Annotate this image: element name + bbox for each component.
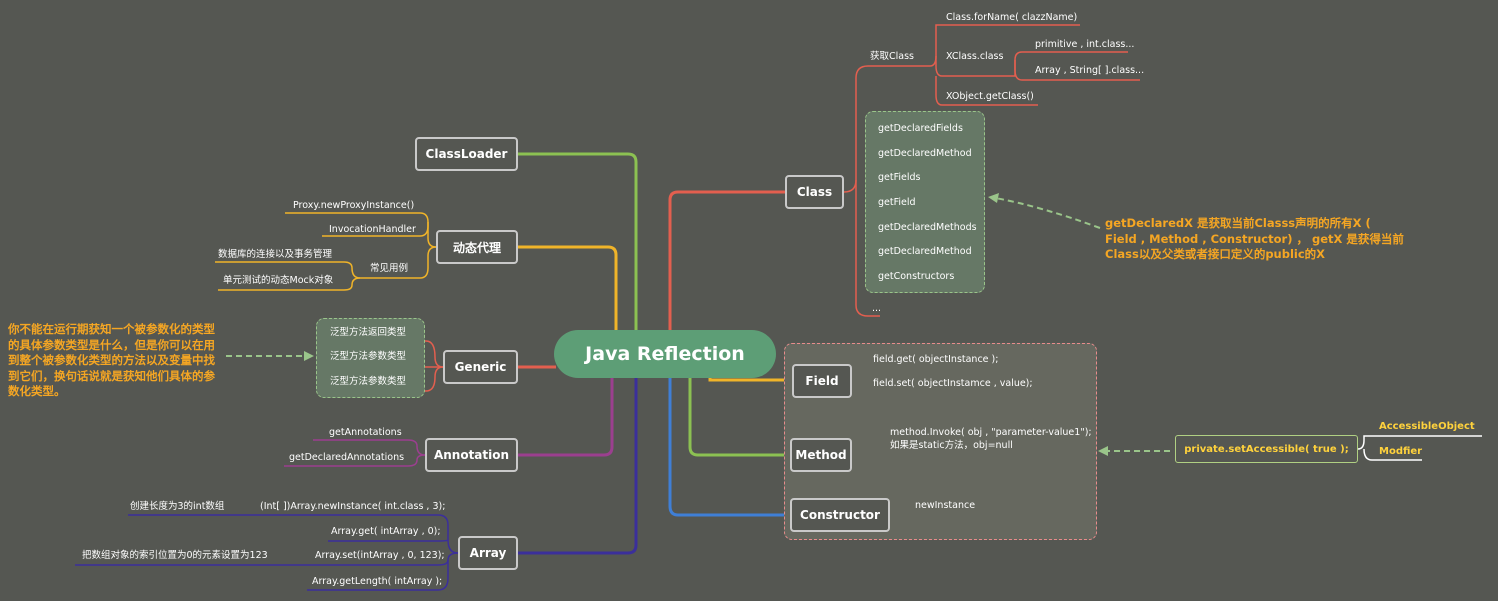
field-get-label: field.get( objectInstance ); xyxy=(873,354,999,365)
class-method-item: getDeclaredFields xyxy=(878,123,963,134)
method-node[interactable]: Method xyxy=(790,438,852,472)
class-method-item: getDeclaredMethod xyxy=(878,246,972,257)
class-method-item: getDeclaredMethod xyxy=(878,148,972,159)
constructor-newinstance-label: newInstance xyxy=(915,500,976,511)
array-getlength-label: Array.getLength( intArray ); xyxy=(312,576,443,587)
class-method-item: getFields xyxy=(878,172,921,183)
method-static-label: 如果是static方法，obj=null xyxy=(890,440,1013,451)
array-newinstance-label: (Int[ ])Array.newInstance( int.class , 3… xyxy=(260,501,446,512)
set-accessible-box[interactable]: private.setAccessible( true ); xyxy=(1175,435,1358,463)
class-node[interactable]: Class xyxy=(785,175,844,209)
get-declared-annotations-label: getDeclaredAnnotations xyxy=(289,452,405,463)
array-create-desc-label: 创建长度为3的int数组 xyxy=(130,501,225,512)
modifier-label: Modfier xyxy=(1379,446,1423,457)
class-method-item: getDeclaredMethods xyxy=(878,222,977,233)
generic-param-type-label-2: 泛型方法参数类型 xyxy=(330,376,407,387)
field-set-label: field.set( objectInstamce , value); xyxy=(873,378,1033,389)
class-methods-group xyxy=(865,111,985,293)
invocation-handler-label: InvocationHandler xyxy=(329,224,416,235)
xclass-class-label: XClass.class xyxy=(946,51,1004,62)
array-set-desc-label: 把数组对象的索引位置为0的元素设置为123 xyxy=(82,550,268,561)
xobject-getclass-label: XObject.getClass() xyxy=(946,91,1034,102)
root-node[interactable]: Java Reflection xyxy=(554,330,776,378)
generic-param-type-label: 泛型方法参数类型 xyxy=(330,351,407,362)
get-class-label: 获取Class xyxy=(870,51,914,62)
generic-return-type-label: 泛型方法返回类型 xyxy=(330,327,407,338)
proxy-usage-label: 常见用例 xyxy=(370,263,409,274)
class-method-item: getConstructors xyxy=(878,271,955,282)
proxy-usage-db-label: 数据库的连接以及事务管理 xyxy=(218,249,333,260)
class-note: getDeclaredX 是获取当前Classs声明的所有X ( Field ,… xyxy=(1105,216,1404,262)
primitive-class-label: primitive , int.class... xyxy=(1035,39,1135,50)
field-node[interactable]: Field xyxy=(792,364,852,398)
class-more-label: ... xyxy=(872,303,882,314)
annotation-node[interactable]: Annotation xyxy=(425,438,518,472)
proxy-newproxyinstance-label: Proxy.newProxyInstance() xyxy=(293,200,415,211)
accessible-object-label: AccessibleObject xyxy=(1379,421,1475,432)
array-class-label: Array , String[ ].class... xyxy=(1035,65,1145,76)
class-forname-label: Class.forName( clazzName) xyxy=(946,12,1078,23)
constructor-node[interactable]: Constructor xyxy=(790,498,890,532)
generic-note: 你不能在运行期获知一个被参数化的类型的具体参数类型是什么，但是你可以在用到整个被… xyxy=(8,322,215,399)
generic-types-group xyxy=(316,318,425,398)
array-get-label: Array.get( intArray , 0); xyxy=(331,526,441,537)
generic-node[interactable]: Generic xyxy=(443,350,518,384)
classloader-node[interactable]: ClassLoader xyxy=(415,137,518,171)
class-method-item: getField xyxy=(878,197,916,208)
proxy-usage-mock-label: 单元测试的动态Mock对象 xyxy=(223,275,334,286)
get-annotations-label: getAnnotations xyxy=(329,427,402,438)
array-node[interactable]: Array xyxy=(458,536,518,570)
proxy-node[interactable]: 动态代理 xyxy=(436,230,518,264)
array-set-label: Array.set(intArray , 0, 123); xyxy=(315,550,445,561)
method-invoke-label: method.Invoke( obj , "parameter-value1")… xyxy=(890,427,1092,438)
